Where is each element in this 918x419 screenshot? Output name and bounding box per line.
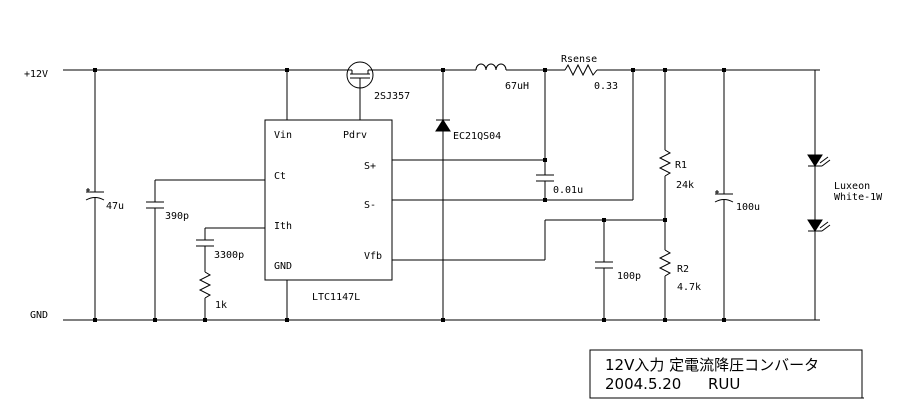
ic-pin-sminus: S-	[364, 200, 376, 211]
r1-name: R1	[675, 160, 687, 171]
led-label-line1: Luxeon	[834, 181, 870, 192]
led-symbol	[807, 219, 823, 232]
cout-label: 100u	[736, 202, 760, 213]
r1-value: 24k	[676, 180, 694, 191]
title-line1: 12V入力 定電流降圧コンバータ	[605, 356, 819, 374]
ic-pin-ct: Ct	[274, 171, 286, 182]
ic-pin-vin: Vin	[274, 130, 292, 141]
supply-label: +12V	[24, 69, 48, 80]
inductor-label: 67uH	[505, 81, 529, 92]
rsense-name: Rsense	[561, 54, 597, 65]
rsense-symbol	[564, 63, 598, 77]
cct-label: 390p	[165, 211, 189, 222]
r2-value: 4.7k	[677, 282, 701, 293]
ic-pin-gnd: GND	[274, 261, 292, 272]
inductor-symbol	[475, 63, 507, 71]
diode-label: EC21QS04	[453, 131, 501, 142]
cith-label: 3300p	[214, 250, 244, 261]
mosfet-label: 2SJ357	[374, 91, 410, 102]
title-date: 2004.5.20	[605, 375, 681, 393]
csense-label: 0.01u	[553, 185, 583, 196]
r2-name: R2	[677, 264, 689, 275]
led-symbol	[807, 154, 823, 167]
rsense-value: 0.33	[594, 81, 618, 92]
ic-pin-pdrv: Pdrv	[343, 130, 367, 141]
title-author: RUU	[708, 375, 740, 393]
ic-pin-splus: S+	[364, 161, 376, 172]
ground-label: GND	[30, 310, 48, 321]
cin-label: 47u	[106, 201, 124, 212]
rith-label: 1k	[215, 300, 227, 311]
ic-name: LTC1147L	[312, 292, 360, 303]
ic-pin-vfb: Vfb	[364, 251, 382, 262]
ic-pin-ith: Ith	[274, 221, 292, 232]
title-block: 12V入力 定電流降圧コンバータ 2004.5.20 RUU	[589, 349, 864, 399]
cfb-label: 100p	[617, 271, 641, 282]
led-label-line2: White-1W	[834, 192, 883, 203]
